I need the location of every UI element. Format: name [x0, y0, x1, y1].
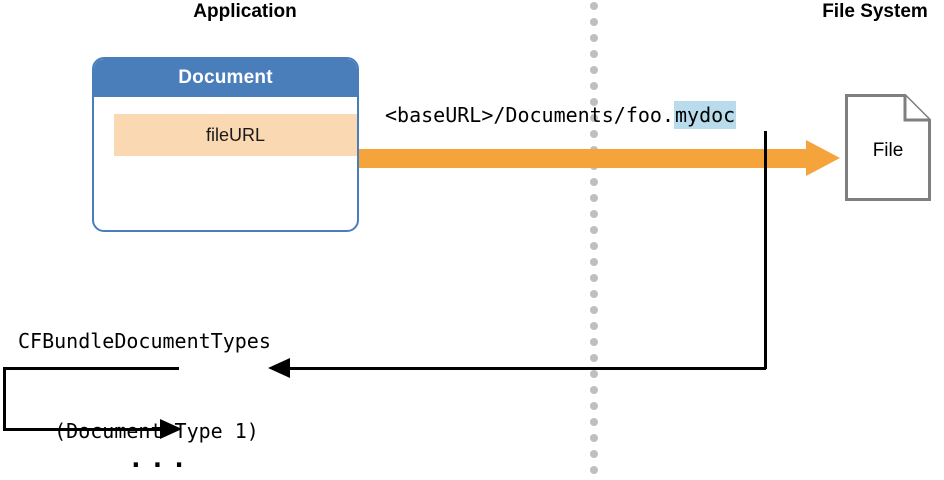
file-url-extension-highlight: mydoc	[673, 101, 737, 129]
divider-dot	[590, 402, 598, 410]
divider-dot	[590, 370, 598, 378]
divider-dot	[590, 434, 598, 442]
plist-line-cfbundledocumenttypes: CFBundleDocumentTypes	[18, 329, 271, 353]
divider-dot	[590, 338, 598, 346]
divider-dot	[590, 290, 598, 298]
divider-dot	[590, 2, 598, 10]
divider-dot	[590, 130, 598, 138]
plist-text-block: CFBundleDocumentTypes (Document Type 1) …	[18, 266, 355, 480]
divider-dot	[590, 242, 598, 250]
fileurl-property: fileURL	[114, 114, 357, 156]
loop-horizontal-top	[3, 367, 179, 370]
divider-dot	[590, 50, 598, 58]
loop-vertical-left	[3, 367, 6, 431]
document-box: Document fileURL	[92, 57, 359, 232]
divider-dot	[590, 178, 598, 186]
dotted-divider	[590, 0, 598, 480]
application-heading: Application	[193, 1, 297, 22]
divider-dot	[590, 34, 598, 42]
file-url-text: <baseURL>/Documents/foo.mydoc	[385, 101, 737, 129]
divider-dot	[590, 466, 598, 474]
divider-dot	[590, 98, 598, 106]
plist-line-document-type-1: (Document Type 1)	[18, 419, 259, 443]
plist-ellipsis: ...	[128, 444, 193, 474]
connector-horizontal-to-mydoc	[272, 367, 766, 370]
connector-vertical-right	[764, 131, 767, 369]
divider-dot	[590, 18, 598, 26]
file-document-icon	[845, 94, 931, 201]
divider-dot	[590, 450, 598, 458]
file-icon-label: File	[872, 140, 904, 161]
divider-dot	[590, 226, 598, 234]
orange-arrow-shaft	[359, 149, 811, 168]
document-box-title: Document	[94, 59, 357, 97]
divider-dot	[590, 194, 598, 202]
divider-dot	[590, 322, 598, 330]
divider-dot	[590, 258, 598, 266]
loop-horizontal-bottom	[3, 428, 163, 431]
divider-dot	[590, 354, 598, 362]
file-url-prefix: <baseURL>/Documents/foo.	[385, 103, 674, 127]
divider-dot	[590, 114, 598, 122]
divider-dot	[590, 306, 598, 314]
divider-dot	[590, 386, 598, 394]
divider-dot	[590, 82, 598, 90]
divider-dot	[590, 66, 598, 74]
divider-dot	[590, 274, 598, 282]
divider-dot	[590, 418, 598, 426]
connector-arrow-left-icon	[268, 358, 290, 378]
divider-dot	[590, 210, 598, 218]
file-system-heading: File System	[822, 1, 928, 22]
orange-arrow-head-icon	[806, 140, 840, 176]
loop-arrow-right-icon	[160, 419, 182, 439]
